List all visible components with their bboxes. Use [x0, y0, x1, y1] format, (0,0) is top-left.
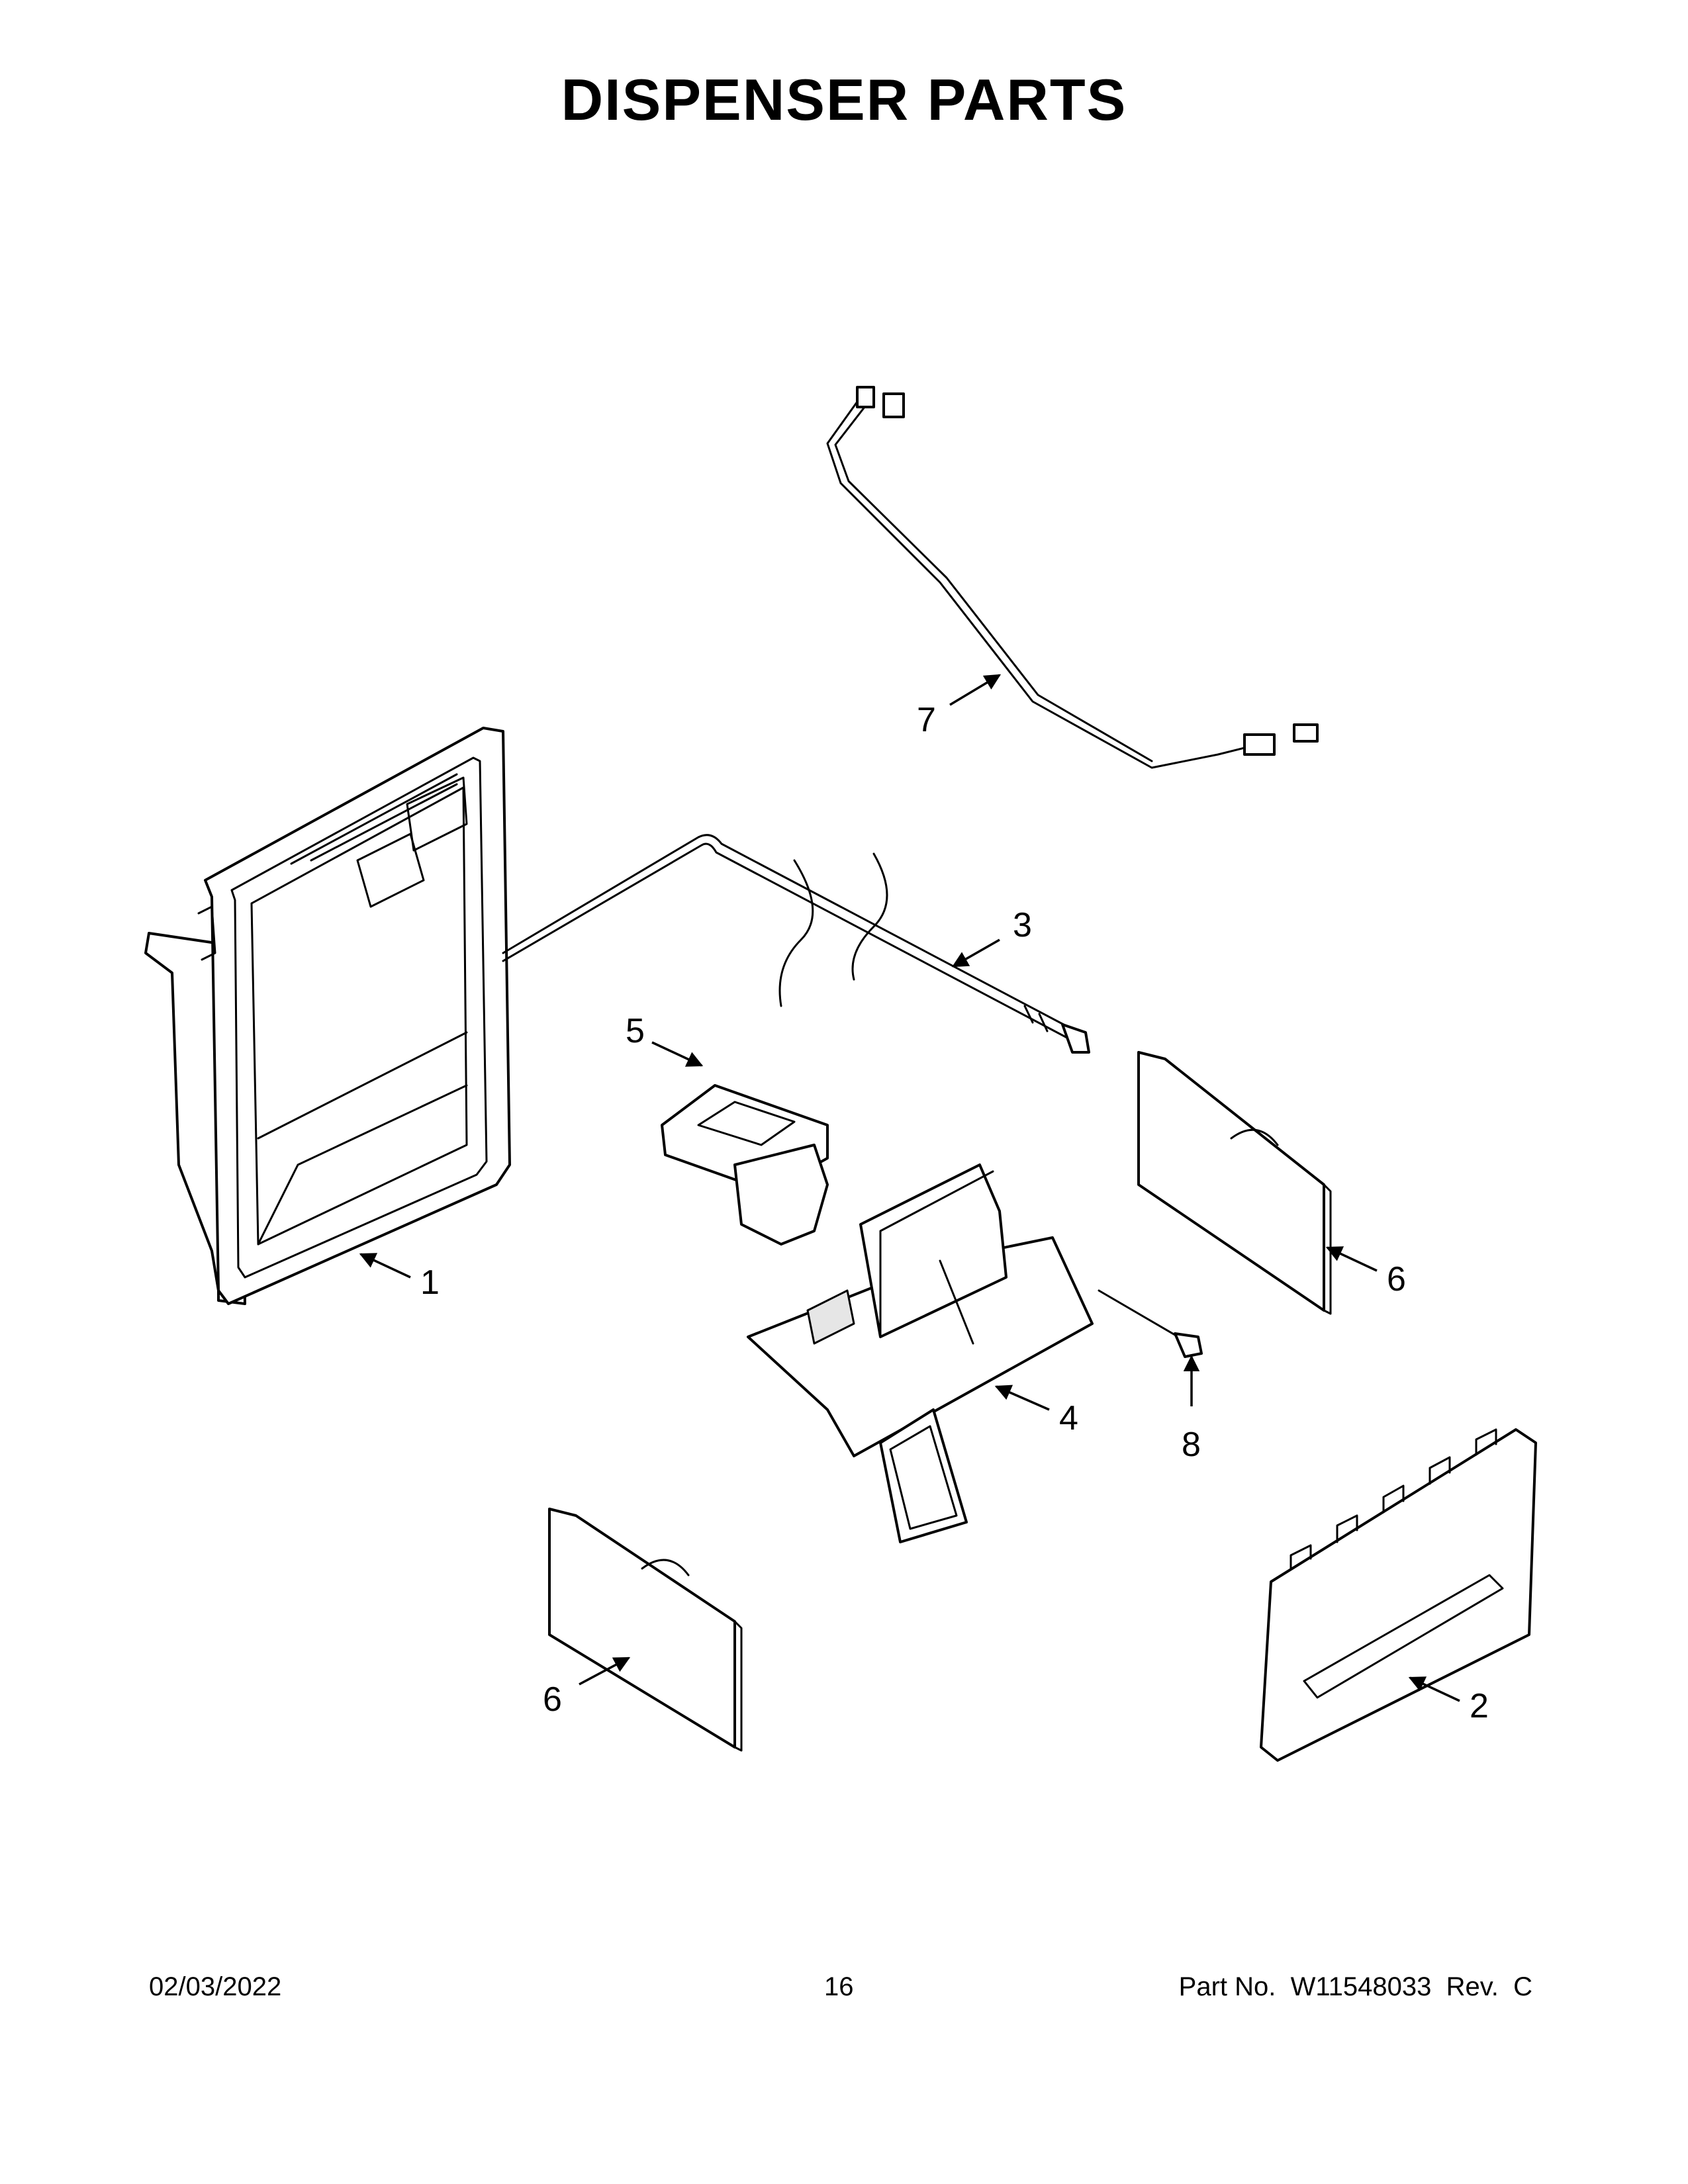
part-6-cover-panel-left: [548, 1508, 743, 1752]
callout-2: 2: [1408, 1676, 1489, 1725]
callout-label: 6: [543, 1680, 562, 1719]
callout-6-right: 6: [1325, 1246, 1406, 1298]
part-4-dispenser-frame: [747, 1163, 1094, 1543]
page-title: DISPENSER PARTS: [561, 67, 1127, 132]
part-3-water-tube: [502, 834, 1090, 1054]
callout-3: 3: [951, 906, 1032, 968]
footer-page-number: 16: [824, 1972, 854, 2001]
callout-7: 7: [917, 674, 1002, 739]
part-1-dispenser-housing: [144, 727, 511, 1305]
callout-4: 4: [994, 1385, 1078, 1437]
callout-label: 3: [1013, 906, 1032, 944]
callout-1: 1: [359, 1253, 440, 1302]
part-8-screw: [1098, 1289, 1203, 1358]
callout-8: 8: [1182, 1355, 1201, 1464]
callout-label: 2: [1470, 1687, 1489, 1725]
callout-6-left: 6: [543, 1657, 631, 1719]
callout-label: 4: [1059, 1399, 1078, 1437]
callout-label: 8: [1182, 1426, 1201, 1464]
callout-5: 5: [626, 1012, 704, 1067]
part-2-tray-panel: [1260, 1428, 1537, 1762]
footer-date: 02/03/2022: [149, 1972, 282, 2001]
part-7-wire-harness: [826, 386, 1319, 769]
callout-label: 1: [420, 1263, 440, 1302]
callout-label: 6: [1387, 1260, 1406, 1298]
part-6-cover-panel-right: [1137, 1051, 1332, 1315]
callout-label: 7: [917, 701, 936, 739]
footer-part-number: Part No. W11548033 Rev. C: [1178, 1972, 1532, 2001]
callout-label: 5: [626, 1012, 645, 1050]
part-5-actuator: [661, 1084, 829, 1246]
